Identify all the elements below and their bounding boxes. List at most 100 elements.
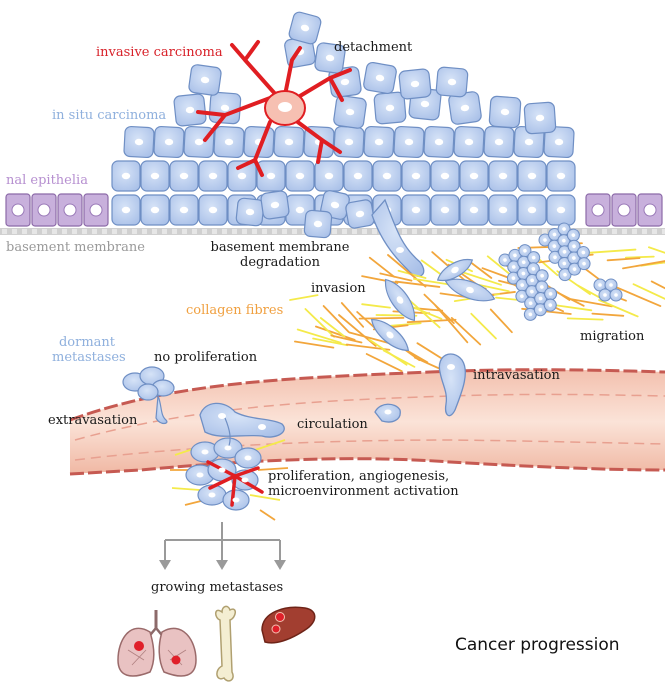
tumor-cell [123,125,155,159]
tumor-cell [401,160,431,192]
migration-cluster [593,278,623,302]
migration-clusters [498,222,623,321]
tumor-cell [273,125,305,159]
collagen-fibre [648,246,665,254]
tumor-cell [169,194,199,226]
epithelial-nucleus [63,203,77,217]
tumor-cell [430,194,460,226]
collagen-fibre [552,289,585,307]
tumor-cell [435,66,469,98]
collagen-fibre [257,467,289,471]
collagen-fibre [598,299,639,318]
migration-cluster [498,244,558,321]
label-proliferation: proliferation, angiogenesis, microenviro… [268,469,459,499]
collagen-fibre [314,325,356,341]
tumor-cell [198,194,228,226]
tumor-cell [169,160,199,192]
collagen-fibre [450,316,482,346]
collagen-fibre [535,255,559,277]
collagen-fibre [259,509,276,521]
epithelial-nucleus [37,203,51,217]
collagen-fibre [387,254,427,288]
collagen-fibre [489,308,513,334]
collagen-fibre [322,305,350,333]
tumor-cell [213,125,245,159]
tumor-cell [260,190,290,220]
tumor-cell [543,125,575,159]
tumor-cell [373,91,407,125]
collagen-fibre [478,284,510,293]
tumor-cell [256,160,286,192]
tumor-cell [198,160,228,192]
tumor-cell [483,125,515,159]
collagen-fibre [606,257,641,262]
label-extravasation: extravasation [48,413,138,428]
collagen-fibre [249,494,281,501]
collagen-fibre [330,334,363,344]
label-invasion: invasion [311,281,366,296]
tumor-cell [523,101,557,135]
collagen-fibre [624,255,655,259]
tumor-cell [333,95,367,129]
collagen-fibre [632,283,665,300]
collagen-fibre [340,302,365,328]
collagen-fibre [296,328,342,344]
normal-epithelia-row [5,193,663,227]
tumor-cell [235,197,265,227]
collagen-fibre [566,317,604,321]
label-detachment: detachment [334,40,413,55]
tumor-cell [453,125,485,159]
label-in-situ-carcinoma: in situ carcinoma [52,108,167,123]
epithelial-nucleus [591,203,605,217]
tumor-cell [423,125,455,159]
collagen-fibre [622,260,665,270]
tumor-cell [140,160,170,192]
collagen-fibre [394,280,441,288]
epithelial-nucleus [617,203,631,217]
liver-icon [261,606,316,644]
collagen-fibre [591,312,625,317]
tumor-cell [363,61,397,95]
in-situ-carcinoma-mass [111,11,576,239]
tumor-cell [288,11,322,45]
label-dormant-line1: dormant [58,335,116,350]
label-bm-degradation: basement membrane degradation [205,240,355,270]
migrating-cells [370,258,496,352]
tumor-cell [363,125,395,159]
tumor-cell [372,160,402,192]
label-collagen-fibres: collagen fibres [186,303,284,318]
tumor-cell [546,160,576,192]
label-intravasation: intravasation [473,368,560,383]
collagen-fibre [467,259,493,279]
epithelial-nucleus [89,203,103,217]
tumor-cell [517,194,547,226]
intravasating-cell [438,353,466,417]
collagen-fibre [304,308,336,338]
tumor-cell [459,194,489,226]
collagen-fibre [570,298,613,308]
tumor-cell [430,160,460,192]
collagen-fibre [379,272,413,282]
caption-cancer-progression: Cancer progression [455,635,620,655]
collagen-fibre [171,487,201,491]
collagen-fibre [293,340,335,349]
label-invasive-carcinoma: invasive carcinoma [96,45,223,60]
collagen-fibre [358,316,405,320]
migrating-cell [385,278,415,322]
collagen-fibre [319,317,346,338]
collagen-fibre [289,294,319,301]
collagen-fibre [365,353,403,373]
tumor-cell [398,68,432,100]
collagen-fibre [254,439,286,451]
label-proliferation-line1: proliferation, angiogenesis, [268,469,450,484]
collagen-fibre [587,248,637,254]
collagen-fibre [405,296,441,329]
migrating-cell [370,318,410,352]
label-bm-degradation-line1: basement membrane [210,240,350,255]
tumor-cell [111,194,141,226]
tumor-cell [488,194,518,226]
label-bm-degradation-line2: degradation [240,255,320,270]
tumor-cell [314,160,344,192]
collagen-fibre [423,293,455,325]
